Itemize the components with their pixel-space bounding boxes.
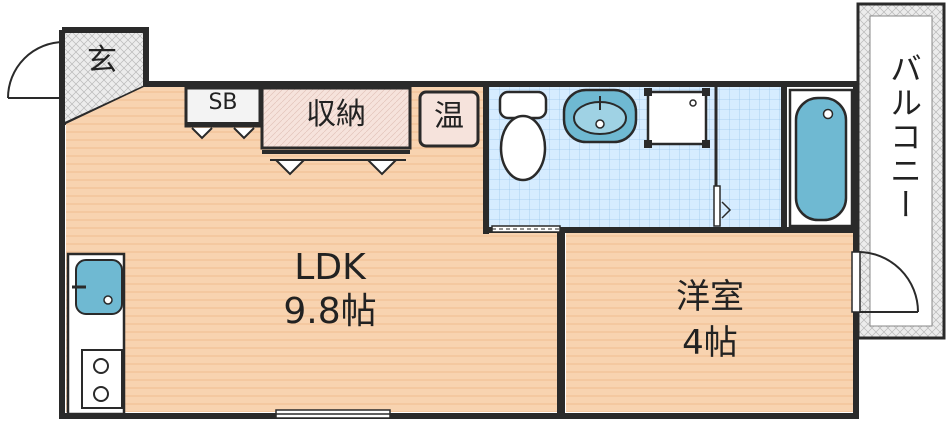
bottom-window: [275, 409, 391, 419]
bathtub-icon: [788, 88, 854, 228]
water-heater-label: 温: [434, 99, 464, 134]
ldk-name: LDK: [294, 247, 366, 288]
western-room-size: 4帖: [682, 323, 738, 363]
shoe-box-label: SB: [208, 90, 238, 115]
shoe-box: [184, 86, 262, 140]
ldk-room-label: LDK 9.8帖: [220, 250, 440, 330]
entrance-area: [63, 32, 147, 126]
entrance-door-icon: [7, 41, 65, 99]
bathroom-floor: [720, 86, 784, 230]
balcony-area: [856, 2, 946, 340]
entrance-label: 玄: [87, 43, 117, 78]
wash-door: [491, 225, 561, 233]
ldk-floor: [66, 86, 562, 412]
storage-closet: [260, 86, 412, 176]
bath-door: [713, 185, 732, 227]
ldk-size: 9.8帖: [283, 291, 377, 332]
water-heater: [418, 90, 480, 148]
wash-basin-icon: [562, 88, 638, 144]
washing-machine-icon: [644, 88, 710, 148]
western-room-name: 洋室: [676, 277, 744, 317]
balcony-door-icon: [857, 251, 919, 313]
balcony-window: [851, 251, 861, 313]
balcony-label: バルコニー: [885, 52, 923, 222]
toilet-icon: [498, 90, 548, 182]
western-room-label: 洋室 4帖: [610, 280, 810, 360]
stove-icon: [81, 349, 123, 409]
western-room-floor: [566, 230, 854, 412]
storage-label: 収納: [306, 97, 366, 132]
